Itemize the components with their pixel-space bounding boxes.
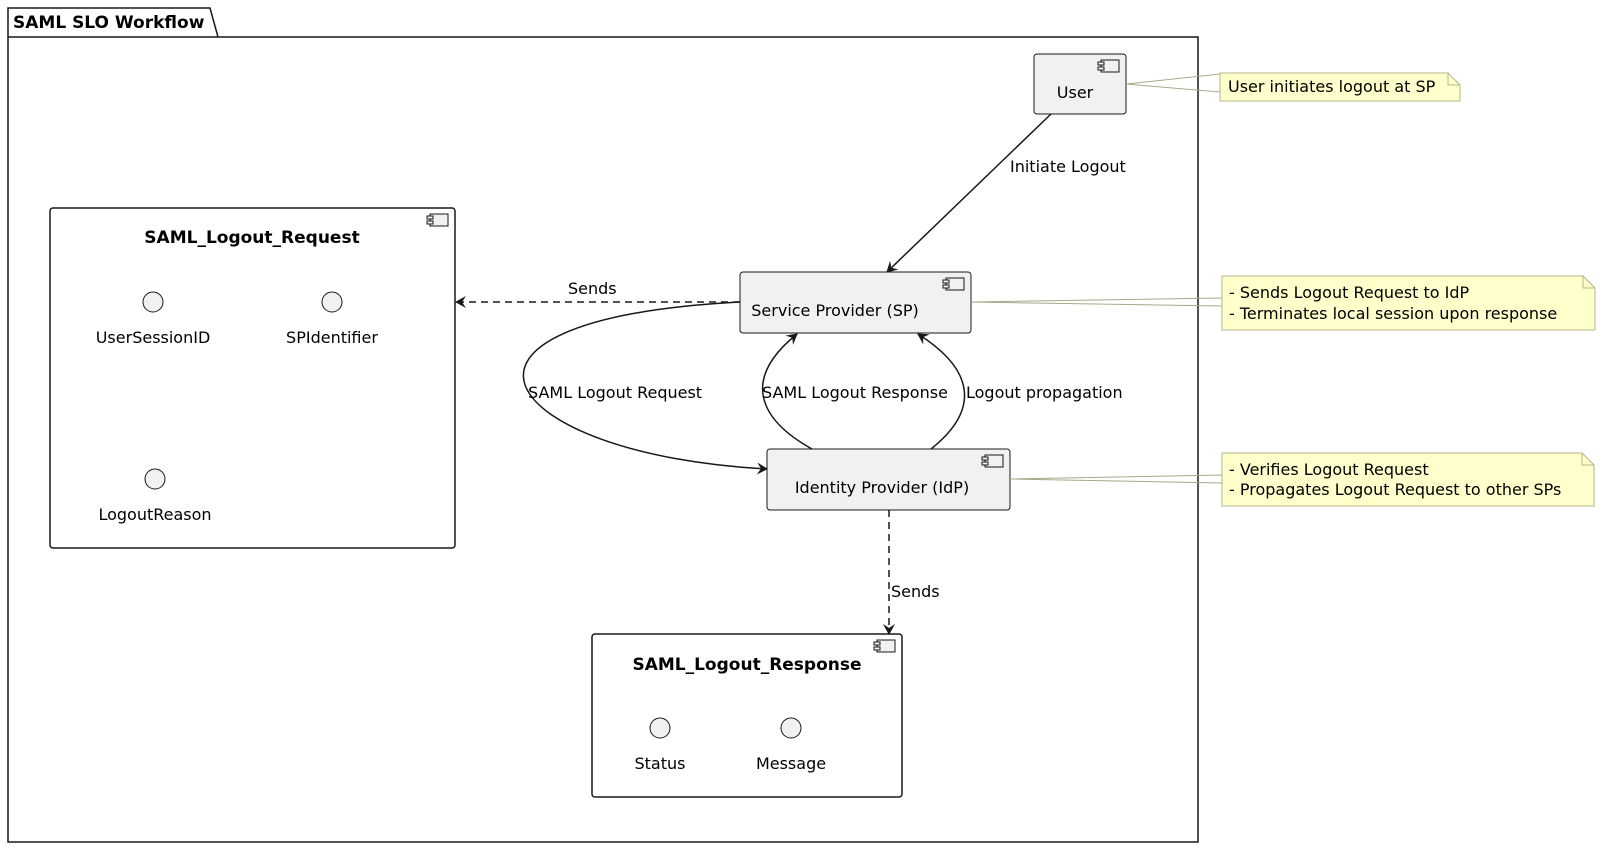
interface-circle-icon (142, 291, 164, 313)
saml-logout-request-group: SAML_Logout_Request UserSessionID SPIden… (49, 207, 456, 549)
edge-initiate-logout: Initiate Logout (886, 113, 1126, 273)
note-idp-line-2: - Propagates Logout Request to other SPs (1229, 480, 1561, 499)
edge-label-initiate-logout: Initiate Logout (1010, 157, 1126, 176)
note-idp: - Verifies Logout Request - Propagates L… (1009, 452, 1595, 507)
edge-label-saml-logout-response: SAML Logout Response (762, 383, 948, 402)
note-idp-line-1: - Verifies Logout Request (1229, 460, 1429, 479)
interface-circle-icon (649, 717, 671, 739)
edge-label-sp-sends: Sends (568, 279, 617, 298)
component-user-label: User (1057, 83, 1094, 102)
edge-saml-logout-request: SAML Logout Request (522, 301, 768, 475)
request-field-usersessionid: UserSessionID (96, 328, 211, 347)
component-icon (942, 277, 965, 291)
edge-idp-sends-response: Sends (883, 510, 940, 635)
edge-label-saml-logout-request: SAML Logout Request (528, 383, 702, 402)
edge-label-idp-sends: Sends (891, 582, 940, 601)
edge-sp-sends-request: Sends (455, 279, 740, 308)
edge-logout-propagation: Logout propagation (917, 333, 1123, 450)
interface-circle-icon (144, 468, 166, 490)
component-idp-label: Identity Provider (IdP) (795, 478, 969, 497)
interface-circle-icon (321, 291, 343, 313)
edge-saml-logout-response: SAML Logout Response (761, 333, 948, 450)
component-icon (426, 213, 449, 227)
component-icon (1097, 59, 1120, 73)
response-group-title: SAML_Logout_Response (632, 655, 861, 675)
component-service-provider[interactable]: Service Provider (SP) (739, 271, 972, 334)
component-identity-provider[interactable]: Identity Provider (IdP) (766, 448, 1011, 511)
note-sp-line-1: - Sends Logout Request to IdP (1229, 283, 1470, 302)
interface-circle-icon (780, 717, 802, 739)
request-field-spidentifier: SPIdentifier (286, 328, 378, 347)
edge-label-logout-propagation: Logout propagation (966, 383, 1123, 402)
note-sp: - Sends Logout Request to IdP - Terminat… (970, 275, 1596, 331)
response-field-status: Status (635, 754, 686, 773)
component-icon (981, 454, 1004, 468)
note-user: User initiates logout at SP (1125, 72, 1461, 102)
component-sp-label: Service Provider (SP) (751, 301, 918, 320)
package-title: SAML SLO Workflow (13, 13, 205, 33)
component-user[interactable]: User (1033, 53, 1127, 115)
note-sp-line-2: - Terminates local session upon response (1229, 304, 1557, 323)
request-field-logoutreason: LogoutReason (98, 505, 211, 524)
response-field-message: Message (756, 754, 826, 773)
saml-logout-response-group: SAML_Logout_Response Status Message (591, 633, 903, 798)
request-group-title: SAML_Logout_Request (144, 228, 359, 248)
component-icon (873, 639, 896, 653)
note-user-text: User initiates logout at SP (1228, 77, 1436, 96)
